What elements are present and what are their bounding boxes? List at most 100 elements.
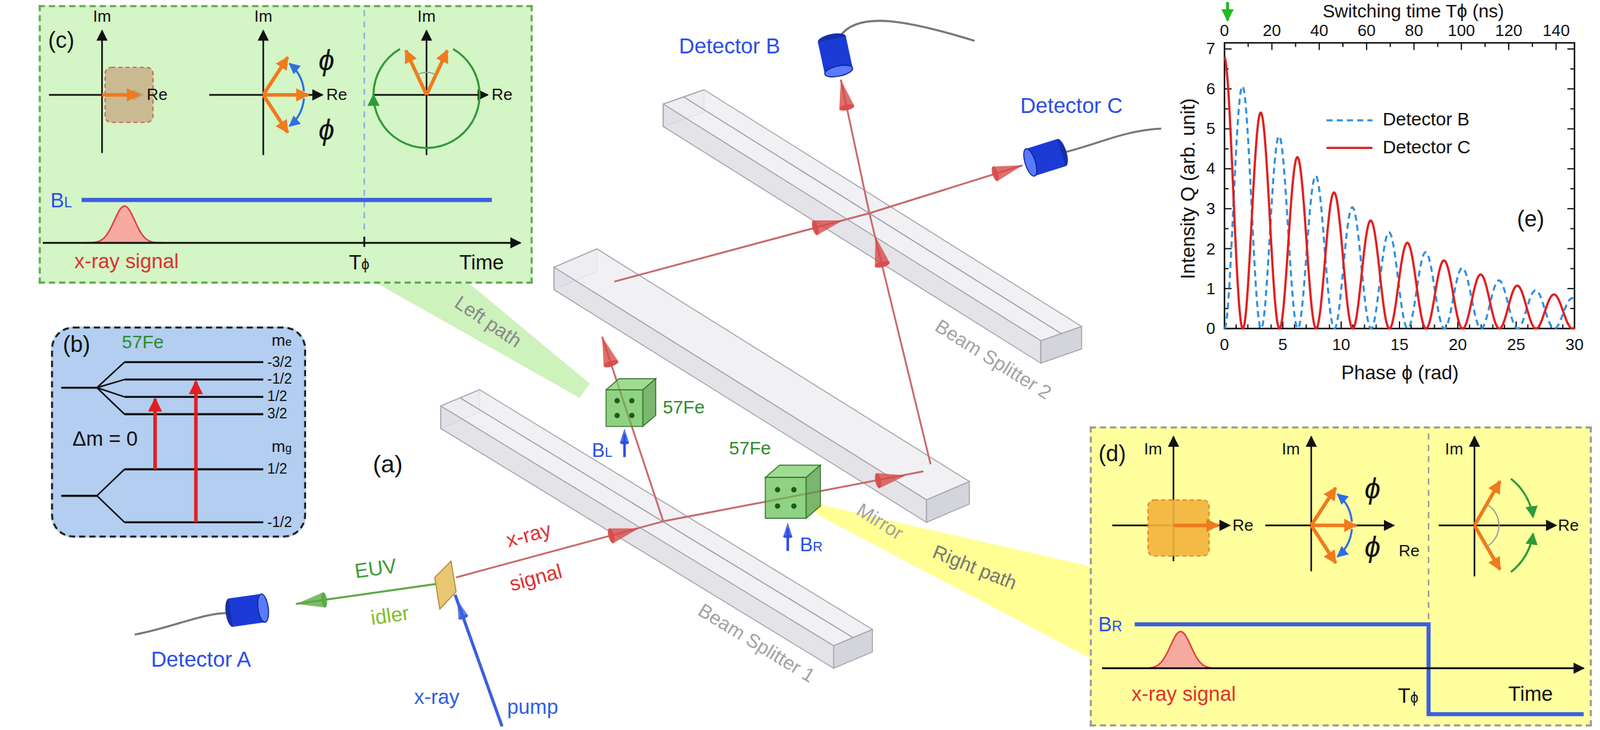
panel-label: Re xyxy=(1232,516,1254,535)
axis xyxy=(1310,436,1313,572)
cone-body xyxy=(619,428,629,443)
legend-text: Detector C xyxy=(1382,137,1471,159)
panel-label: Im xyxy=(1444,440,1463,459)
panel-label: (d) xyxy=(1098,441,1126,467)
legend-sample xyxy=(1326,146,1373,150)
panel-letter: (a) xyxy=(372,450,403,478)
axis-tick xyxy=(1224,288,1232,290)
axis-tick xyxy=(1570,148,1575,150)
axis-tick xyxy=(1340,321,1342,330)
tick-label: 30 xyxy=(1565,335,1584,354)
panel-label: Im xyxy=(93,7,112,26)
phase-rotation xyxy=(373,49,401,95)
panel-c-art xyxy=(42,9,521,247)
phase-rotation xyxy=(1511,533,1534,573)
x-ray-pulse xyxy=(83,206,166,243)
beam-line xyxy=(869,212,931,464)
panel-label: Im xyxy=(417,7,436,26)
energy-level xyxy=(61,494,98,497)
bar-face xyxy=(926,481,970,523)
beam-cone xyxy=(810,219,844,236)
axis-tick xyxy=(1235,324,1237,330)
panel-fill xyxy=(1089,426,1592,727)
panel-label: BL xyxy=(50,188,73,212)
beam-label: pump xyxy=(507,696,559,719)
panel-label: -1/2 xyxy=(267,514,293,531)
phase-rotation xyxy=(1337,528,1352,557)
phasor-arrow xyxy=(1474,481,1501,526)
axis-tick xyxy=(1531,42,1533,48)
phase-rotation xyxy=(373,49,480,148)
panel-fill xyxy=(38,4,533,284)
detector-label: Detector A xyxy=(150,647,251,672)
axis-tick xyxy=(1570,188,1575,190)
detector-face xyxy=(823,63,854,80)
phasor-arrow xyxy=(1311,525,1336,564)
panel-fill xyxy=(50,326,307,538)
axis-tick xyxy=(1247,42,1249,48)
x-ray-pulse xyxy=(1139,631,1222,669)
cube-face xyxy=(805,465,821,518)
axis-title: Intensity Q (arb. unit) xyxy=(1177,98,1199,280)
sample-label: 57Fe xyxy=(728,438,771,460)
detector-label: Detector C xyxy=(1020,93,1123,117)
nucleus-dot xyxy=(628,412,635,419)
optics xyxy=(440,90,1082,669)
cone-base xyxy=(606,527,616,544)
beam-cone xyxy=(456,599,469,621)
tick-label: 3 xyxy=(1206,199,1216,218)
phasor-arrow xyxy=(101,93,139,97)
panel-label: Re xyxy=(491,85,513,104)
detector-face xyxy=(1021,147,1040,178)
axis-tick xyxy=(1567,207,1575,210)
level-split xyxy=(96,379,125,388)
legend-sample xyxy=(1326,119,1373,122)
panel-label: me xyxy=(271,331,292,350)
beam-line xyxy=(602,336,664,521)
time-axis xyxy=(42,242,521,245)
beam-cone xyxy=(296,592,329,609)
axis-tick xyxy=(1342,42,1344,48)
tick-label: 20 xyxy=(1262,21,1281,40)
cone-base xyxy=(457,614,469,621)
axis-tick xyxy=(1433,324,1435,330)
panel-label: mg xyxy=(271,437,292,456)
axis-tick xyxy=(1224,268,1229,270)
axis-tick xyxy=(1562,324,1564,330)
nucleus-dot xyxy=(774,487,781,493)
tick-label: 6 xyxy=(1206,80,1216,99)
panel-label: ϕ xyxy=(318,114,335,147)
axis-tick xyxy=(1224,227,1229,230)
panel-label: Δm = 0 xyxy=(72,427,138,451)
nucleus-dot xyxy=(614,412,621,419)
pump-beam xyxy=(455,594,503,727)
field-label: BL xyxy=(591,440,613,462)
beam-cone xyxy=(782,522,793,539)
panel-label: ϕ xyxy=(1364,474,1381,507)
axis-tick xyxy=(1567,128,1575,130)
detector-icon xyxy=(817,31,855,79)
panel-label: ϕ xyxy=(1364,532,1381,564)
phase-rotation xyxy=(1337,494,1352,523)
axis-tick xyxy=(1555,42,1557,51)
axis-tick xyxy=(1527,324,1529,330)
beam-cone xyxy=(602,336,620,369)
bar-face xyxy=(1040,326,1082,364)
cone-base xyxy=(782,535,793,539)
bar-face xyxy=(553,267,927,523)
left-path-band xyxy=(377,283,590,398)
beam-line xyxy=(869,165,1023,213)
panel-label: Tϕ xyxy=(348,250,370,274)
beam-label: x-ray xyxy=(503,517,554,552)
beam-cone xyxy=(874,236,891,269)
level-split xyxy=(96,496,125,523)
tick-label: 10 xyxy=(1331,335,1350,354)
tick-label: 80 xyxy=(1405,21,1424,40)
panel-label: (b) xyxy=(62,332,91,358)
energy-level xyxy=(124,378,264,381)
phasor-arrow xyxy=(263,57,288,95)
axis-title: Phase ϕ (rad) xyxy=(1341,362,1459,384)
beam-cone xyxy=(606,527,639,544)
beam-cone xyxy=(838,79,855,112)
panel-label: x-ray signal xyxy=(74,250,179,273)
